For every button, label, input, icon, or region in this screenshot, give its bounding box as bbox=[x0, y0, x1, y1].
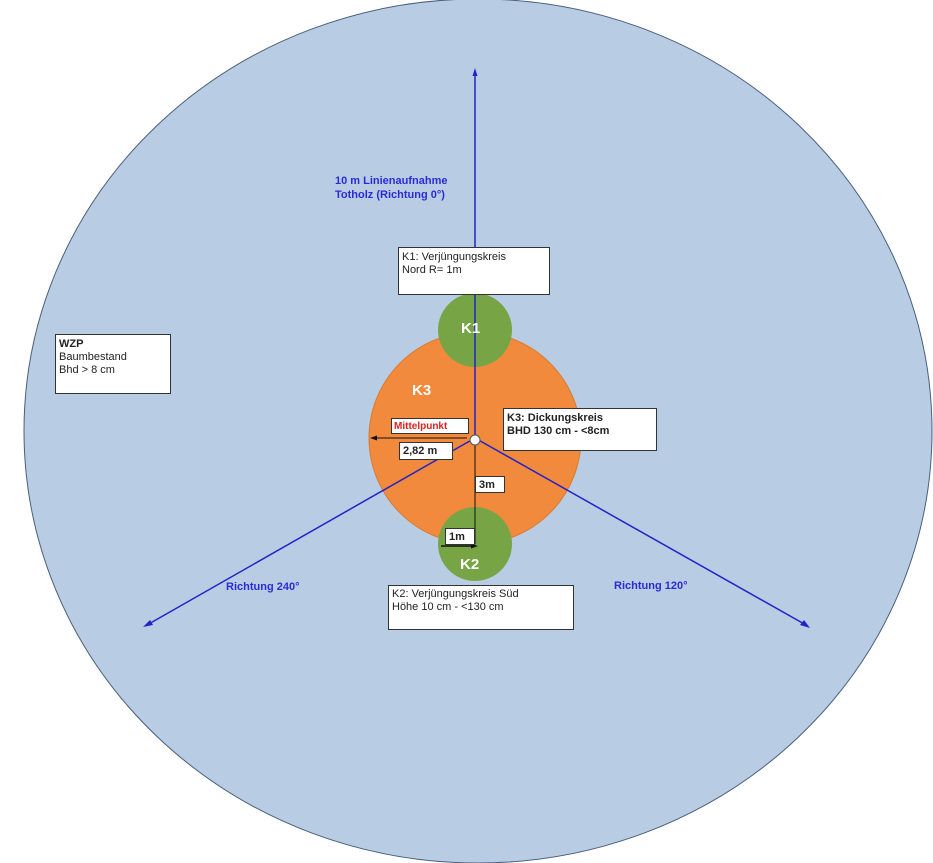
wzp-line2: Bhd > 8 cm bbox=[59, 364, 115, 376]
k3-info-box: K3: Dickungskreis BHD 130 cm - <8cm bbox=[503, 408, 657, 451]
k1-info-line1: K1: Verjüngungskreis bbox=[402, 251, 506, 263]
transect-north-label-line2: Totholz (Richtung 0°) bbox=[335, 189, 445, 201]
transect-240-line bbox=[146, 437, 476, 626]
k2-info-box: K2: Verjüngungskreis Süd Höhe 10 cm - <1… bbox=[388, 585, 574, 630]
radius-3m-text: 3m bbox=[479, 479, 495, 491]
transect-120-line bbox=[474, 437, 807, 626]
radius-282-arrowhead bbox=[370, 435, 377, 441]
radius-1m-label: 1m bbox=[445, 528, 475, 545]
center-point-marker bbox=[469, 434, 481, 446]
radius-1m-text: 1m bbox=[449, 531, 465, 543]
radius-markers bbox=[370, 435, 478, 549]
k1-label: K1 bbox=[461, 320, 480, 337]
wzp-info-box: WZP Baumbestand Bhd > 8 cm bbox=[55, 334, 171, 394]
wzp-title: WZP bbox=[59, 338, 84, 350]
k3-label: K3 bbox=[412, 382, 431, 399]
k2-info-line1: K2: Verjüngungskreis Süd bbox=[392, 588, 519, 600]
radius-3m-label: 3m bbox=[475, 476, 505, 493]
transect-240-arrowhead bbox=[143, 620, 153, 627]
k3-info-line1: K3: Dickungskreis bbox=[507, 412, 603, 424]
k2-label: K2 bbox=[460, 556, 479, 573]
center-point-text: Mittelpunkt bbox=[394, 421, 448, 432]
k3-info-line2: BHD 130 cm - <8cm bbox=[507, 425, 610, 437]
direction-240-label: Richtung 240° bbox=[226, 581, 299, 593]
transect-north-arrowhead bbox=[472, 68, 478, 76]
direction-120-label: Richtung 120° bbox=[614, 580, 687, 592]
transect-120-arrowhead bbox=[800, 620, 810, 628]
center-point-label: Mittelpunkt bbox=[391, 418, 469, 434]
k2-info-line2: Höhe 10 cm - <130 cm bbox=[392, 601, 504, 613]
transect-north-label-line1: 10 m Linienaufnahme bbox=[335, 175, 447, 187]
k1-info-box: K1: Verjüngungskreis Nord R= 1m bbox=[398, 247, 550, 295]
wzp-line1: Baumbestand bbox=[59, 351, 127, 363]
radius-282-text: 2,82 m bbox=[403, 445, 438, 457]
k1-info-line2: Nord R= 1m bbox=[402, 264, 462, 276]
radius-282-label: 2,82 m bbox=[399, 442, 453, 460]
